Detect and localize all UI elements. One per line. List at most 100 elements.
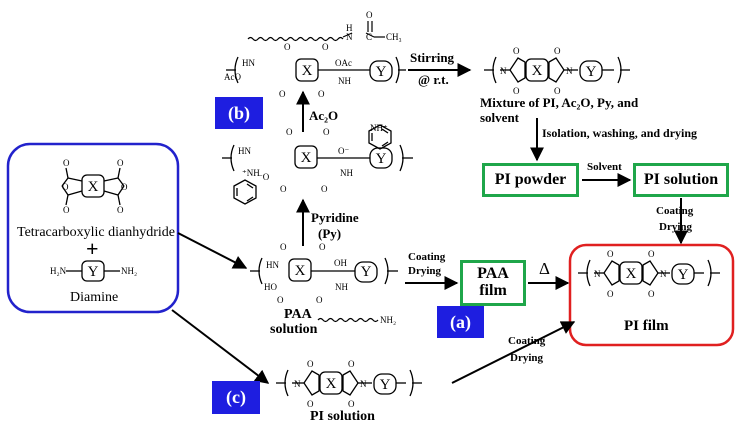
atom-o-minus: O⁻ xyxy=(338,146,349,156)
core-y-diamine: Y xyxy=(88,264,99,280)
pi-structure-top xyxy=(484,56,630,84)
core-y-pi-film: Y xyxy=(678,267,689,283)
atom-o: O xyxy=(307,399,314,409)
atom-o: O xyxy=(117,205,124,215)
pi-powder-label: PI powder xyxy=(494,171,567,188)
monomer-box xyxy=(6,142,180,314)
atom-oh: OH xyxy=(334,258,347,268)
core-y-pi-bottom: Y xyxy=(380,377,391,393)
paa-film-label-1: PAA xyxy=(477,265,509,283)
atom-n: N xyxy=(594,269,601,279)
atom-o: O xyxy=(318,89,325,99)
wavy-line-paa xyxy=(317,317,379,323)
pi-solution-label: PI solution xyxy=(643,171,719,188)
atom-h: H xyxy=(346,23,353,33)
route-tag-c-label: (c) xyxy=(226,387,246,407)
atom-o: O xyxy=(307,359,314,369)
arrow-pisolution-to-film xyxy=(451,321,576,384)
atom-ch3: CH₃ xyxy=(386,32,402,42)
core-y-acet: Y xyxy=(376,64,387,80)
acetylated-structure xyxy=(226,56,406,84)
pyridine-label-2: (Py) xyxy=(318,226,341,241)
atom-o: O xyxy=(348,359,355,369)
atom-plus-nh: ⁺NH xyxy=(242,168,260,178)
coating-label-paa: Coating xyxy=(408,251,446,263)
pyridine-ring-lower xyxy=(233,179,257,205)
atom-o: O xyxy=(63,158,70,168)
atom-o: O xyxy=(513,86,520,96)
route-tag-a-label: (a) xyxy=(450,311,471,332)
wavy-line-top xyxy=(247,36,344,42)
atom-o: O xyxy=(554,86,561,96)
core-x-pi-film: X xyxy=(626,266,637,282)
coating-label-right: Coating xyxy=(656,205,694,217)
atom-o: O xyxy=(286,127,293,137)
atom-n: N xyxy=(346,32,353,42)
route-tag-b: (b) xyxy=(215,97,263,129)
dianhydride-structure xyxy=(61,167,125,206)
pi-film-label: PI film xyxy=(624,318,669,334)
atom-o: O xyxy=(513,46,520,56)
atom-nh: NH xyxy=(338,76,351,86)
drying-label-paa: Drying xyxy=(408,265,442,277)
atom-o: O xyxy=(63,205,70,215)
core-x-pyr: X xyxy=(301,150,312,166)
pi-structure-film xyxy=(578,259,720,287)
drying-label-bottom: Drying xyxy=(510,352,544,364)
pyridine-ring-upper xyxy=(368,124,392,150)
paa-film-box: PAA film xyxy=(460,260,526,306)
mixture-label-1: Mixture of PI, Ac₂O, Py, and xyxy=(480,95,639,110)
atom-o: O xyxy=(348,399,355,409)
atom-n: N xyxy=(360,379,367,389)
atom-oac: OAc xyxy=(335,58,352,68)
core-y-pi-top: Y xyxy=(586,64,597,80)
core-y-pyr: Y xyxy=(376,151,387,167)
atom-nh: NH xyxy=(335,282,348,292)
stirring-label-2: @ r.t. xyxy=(418,72,449,87)
atom-nh-plus: NH⁺ xyxy=(370,123,388,133)
atom-o: O xyxy=(280,242,287,252)
atom-h2n: H₂N xyxy=(50,266,67,276)
atom-o: O xyxy=(284,42,291,52)
atom-o: O xyxy=(554,46,561,56)
atom-minus-o: ⁻O xyxy=(258,172,270,182)
core-x-pi-top: X xyxy=(532,63,543,79)
delta-label: Δ xyxy=(539,259,550,278)
atom-o: O xyxy=(366,10,373,20)
pi-film-box xyxy=(568,243,735,347)
paa-solution-label-2: solution xyxy=(270,322,318,337)
diamine-label: Diamine xyxy=(70,290,118,305)
plus-sign: + xyxy=(86,236,99,261)
atom-o: O xyxy=(319,242,326,252)
atom-o: O xyxy=(62,182,69,192)
atom-o: O xyxy=(277,295,284,305)
ac2o-label: Ac₂O xyxy=(309,108,338,123)
solvent-label: Solvent xyxy=(587,161,622,173)
atom-o: O xyxy=(607,289,614,299)
isolation-label: Isolation, washing, and drying xyxy=(542,126,697,140)
diamine-structure xyxy=(66,260,120,282)
atom-nh: NH xyxy=(340,168,353,178)
pyridine-label-1: Pyridine xyxy=(311,210,359,225)
atom-o: O xyxy=(316,295,323,305)
atom-n: N xyxy=(660,269,667,279)
atom-o: O xyxy=(121,182,128,192)
atom-aco: AcO xyxy=(224,72,241,82)
core-x-paa: X xyxy=(295,263,306,279)
route-tag-a: (a) xyxy=(437,306,484,338)
atom-o: O xyxy=(322,42,329,52)
stirring-label-1: Stirring xyxy=(410,50,455,65)
atom-o: O xyxy=(279,89,286,99)
atom-c: C xyxy=(366,32,372,42)
pyridinium-structure xyxy=(222,144,413,172)
atom-o: O xyxy=(648,289,655,299)
coating-label-bottom: Coating xyxy=(508,335,546,347)
route-tag-c: (c) xyxy=(212,381,260,414)
atom-hn: HN xyxy=(238,146,251,156)
arrow-monomer-to-pi-solution xyxy=(171,309,270,384)
atom-o: O xyxy=(280,184,287,194)
arrow-monomer-to-paa xyxy=(177,232,248,269)
paa-structure xyxy=(250,257,398,285)
